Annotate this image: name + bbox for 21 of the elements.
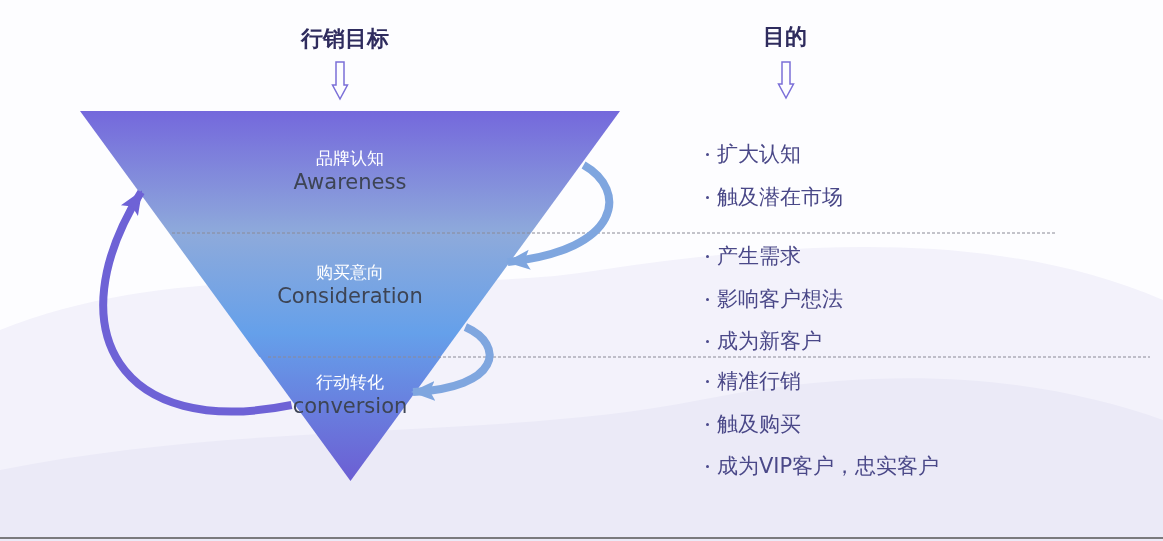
- curved-arrow: [505, 161, 614, 269]
- column-heading: 行销目标: [301, 24, 389, 54]
- goal-item: 扩大认知: [717, 141, 801, 168]
- goal-item: 精准行销: [717, 368, 801, 395]
- stage-name: 行动转化: [316, 371, 384, 393]
- stage-name: Consideration: [277, 283, 423, 309]
- hollow-arrow: [331, 61, 349, 101]
- curved-arrow: [99, 190, 293, 415]
- stage-name: conversion: [292, 393, 408, 419]
- stage-name: Awareness: [293, 169, 407, 195]
- goal-item: 成为新客户: [717, 328, 822, 355]
- column-heading: 目的: [763, 22, 807, 52]
- goal-item: 成为VIP客户，忠实客户: [717, 453, 940, 480]
- goal-item: 产生需求: [717, 243, 801, 270]
- curved-arrow: [410, 323, 494, 400]
- goal-item: 影响客户想法: [717, 286, 843, 313]
- goal-item: 触及购买: [717, 411, 801, 438]
- hollow-arrow: [777, 61, 795, 100]
- stage-name: 品牌认知: [316, 147, 384, 169]
- goal-item: 触及潜在市场: [717, 184, 843, 211]
- stage-name: 购买意向: [316, 261, 384, 283]
